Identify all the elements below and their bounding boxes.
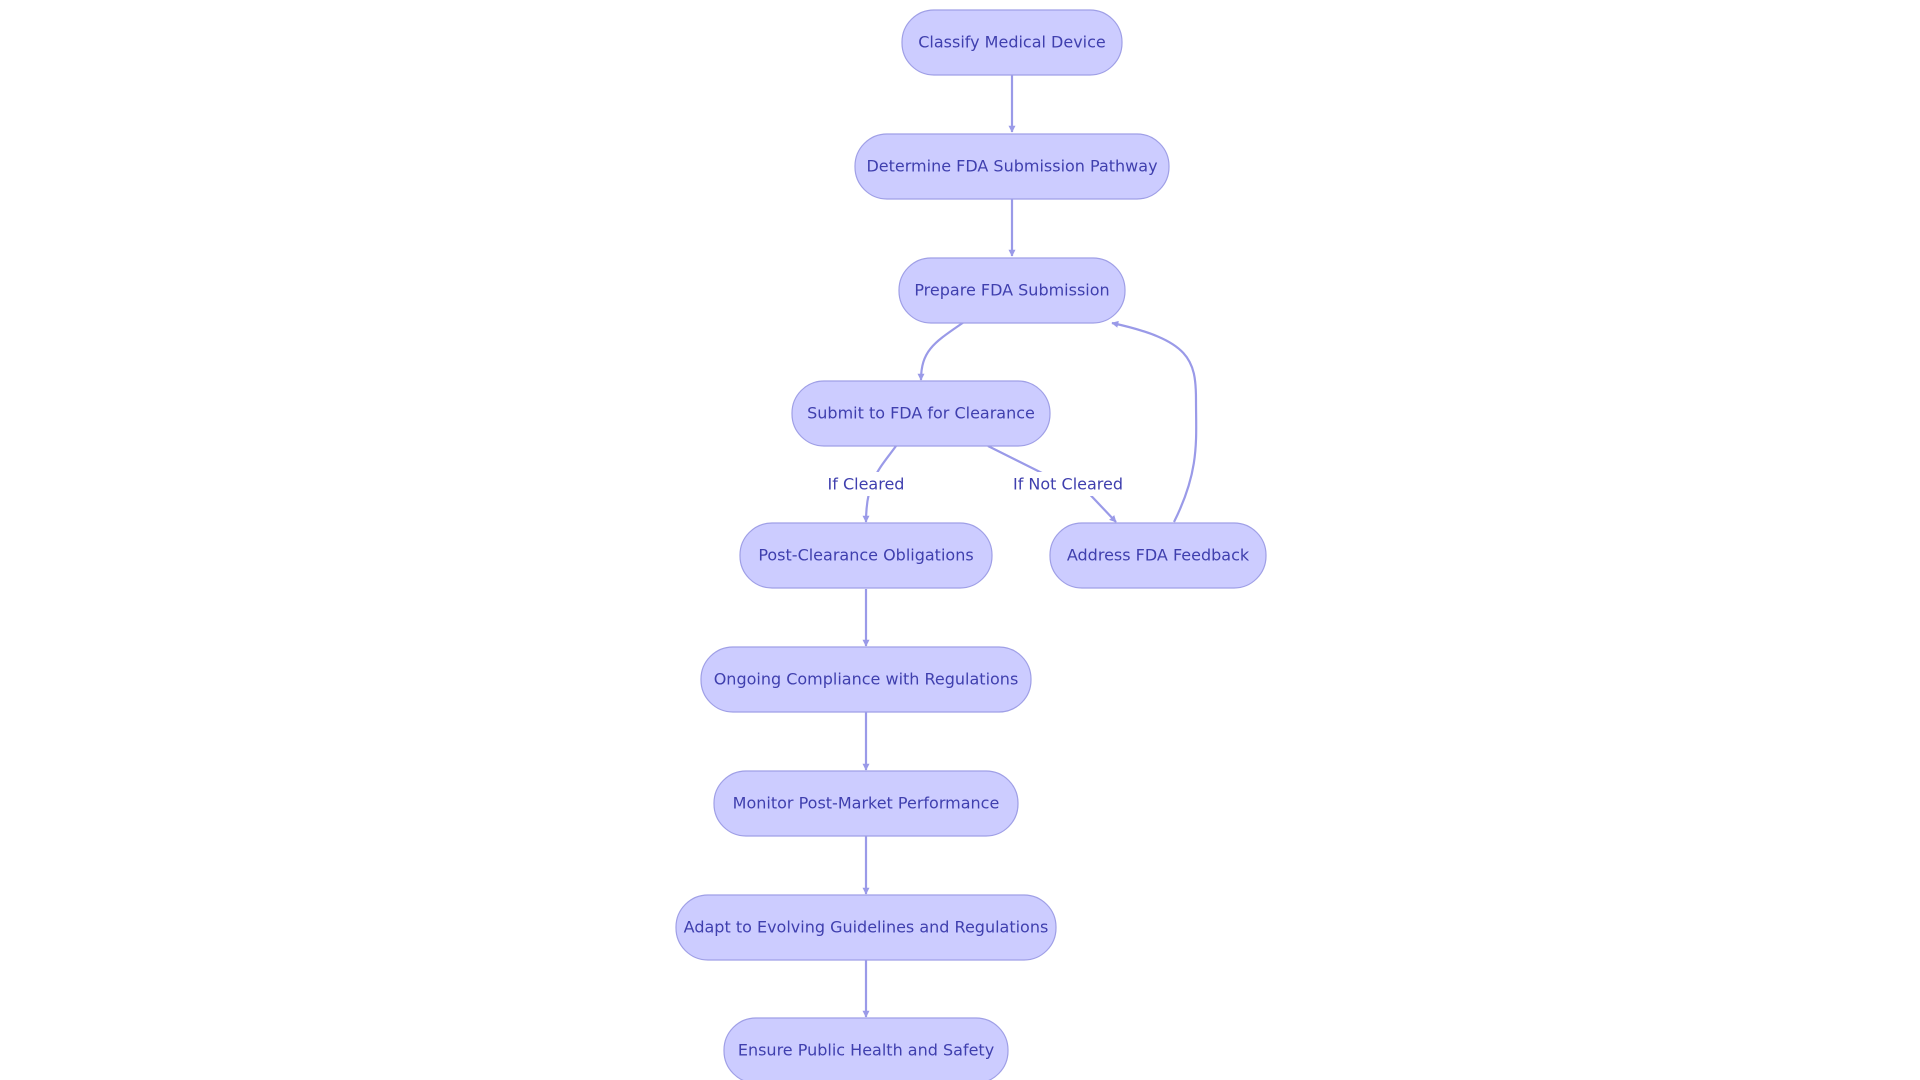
node-ongoing-compliance[interactable]: Ongoing Compliance with Regulations — [700, 646, 1032, 713]
edge-label-if-cleared: If Cleared — [826, 472, 906, 496]
edge-label-if-cleared-text: If Cleared — [828, 475, 905, 494]
node-ongoing-compliance-label: Ongoing Compliance with Regulations — [714, 670, 1019, 689]
node-prepare-label: Prepare FDA Submission — [914, 281, 1109, 300]
node-determine[interactable]: Determine FDA Submission Pathway — [854, 133, 1170, 200]
node-ensure-safety-label: Ensure Public Health and Safety — [738, 1041, 994, 1060]
node-classify[interactable]: Classify Medical Device — [901, 9, 1123, 76]
node-submit-label: Submit to FDA for Clearance — [807, 404, 1035, 423]
node-prepare[interactable]: Prepare FDA Submission — [898, 257, 1126, 324]
node-adapt-guidelines[interactable]: Adapt to Evolving Guidelines and Regulat… — [675, 894, 1057, 961]
node-ensure-safety[interactable]: Ensure Public Health and Safety — [723, 1017, 1009, 1080]
edge-label-if-not-cleared: If Not Cleared — [1012, 472, 1124, 496]
node-submit[interactable]: Submit to FDA for Clearance — [791, 380, 1051, 447]
edge-prepare-submit — [917, 321, 965, 381]
node-monitor-performance[interactable]: Monitor Post-Market Performance — [713, 770, 1019, 837]
node-post-clearance-label: Post-Clearance Obligations — [758, 546, 973, 565]
node-address-feedback[interactable]: Address FDA Feedback — [1049, 522, 1267, 589]
edge-label-if-not-cleared-text: If Not Cleared — [1013, 475, 1123, 494]
edge-labels: If Cleared If Not Cleared — [826, 472, 1124, 496]
node-classify-label: Classify Medical Device — [918, 33, 1106, 52]
node-determine-label: Determine FDA Submission Pathway — [866, 157, 1157, 176]
node-post-clearance[interactable]: Post-Clearance Obligations — [739, 522, 993, 589]
node-adapt-guidelines-label: Adapt to Evolving Guidelines and Regulat… — [684, 918, 1049, 937]
node-monitor-performance-label: Monitor Post-Market Performance — [733, 794, 1000, 813]
edge-address-prepare — [1111, 320, 1198, 523]
nodes: Classify Medical Device Determine FDA Su… — [675, 9, 1267, 1080]
node-address-feedback-label: Address FDA Feedback — [1067, 546, 1250, 565]
